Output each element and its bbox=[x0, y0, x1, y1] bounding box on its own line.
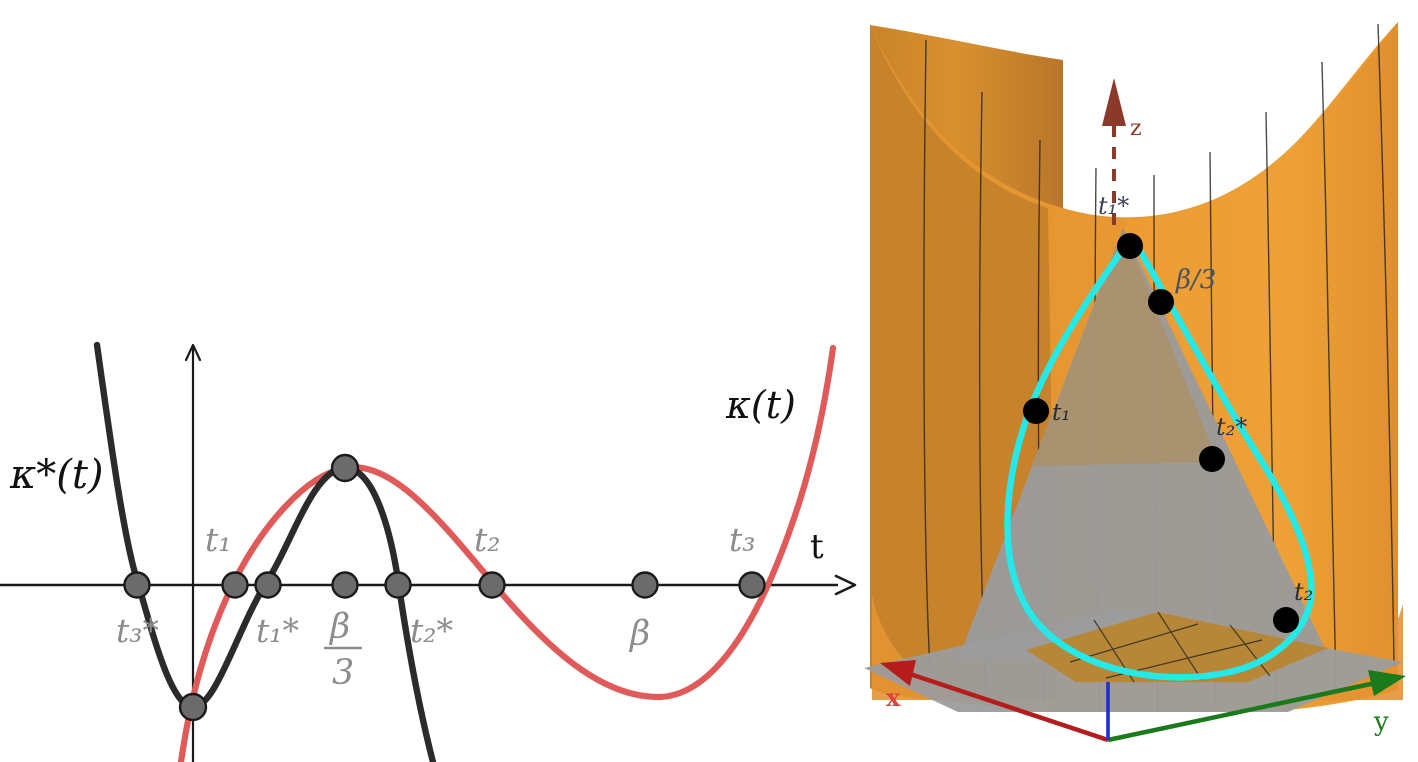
label-3d-t2star: t₂* bbox=[1216, 413, 1247, 441]
x-axis-line bbox=[903, 669, 1109, 743]
svg-text:β: β bbox=[328, 607, 350, 647]
marker-beta bbox=[631, 571, 659, 599]
kappa-curve-label: κ(t) bbox=[725, 383, 796, 427]
orange-surface-body bbox=[870, 25, 1063, 240]
y-axis-line bbox=[1107, 679, 1381, 743]
marker-beta-over-3 bbox=[331, 571, 359, 599]
y-axis-arrowhead bbox=[1368, 670, 1406, 696]
marker-kappa-star-local-min bbox=[178, 692, 208, 722]
label-3d-t1star: t₁* bbox=[1098, 192, 1129, 220]
t-axis-label: t bbox=[810, 527, 824, 567]
right-plot-svg: z x y t₁* β/3 t₁ t₂* t₂ bbox=[864, 22, 1406, 743]
z-axis-label: z bbox=[1130, 116, 1142, 141]
x-axis-arrowhead bbox=[880, 660, 916, 686]
label-t2star: t₂* bbox=[410, 611, 453, 650]
marker-kappa-star-local-max bbox=[330, 453, 360, 483]
kappa-star-curve-label: κ*(t) bbox=[9, 452, 104, 498]
marker-t3 bbox=[738, 571, 766, 599]
cyan-curve-path bbox=[1004, 236, 1315, 681]
marker-t1star bbox=[254, 571, 282, 599]
marker-t3star bbox=[123, 571, 151, 599]
label-3d-t1: t₁ bbox=[1052, 400, 1070, 426]
label-t3star: t₃* bbox=[116, 611, 159, 650]
label-t1star: t₁* bbox=[256, 611, 299, 650]
point-t2 bbox=[1273, 607, 1299, 633]
xyz-axes-tripod: x y bbox=[880, 660, 1406, 743]
point-t1star bbox=[1117, 233, 1143, 259]
z-axis-arrowhead bbox=[1102, 78, 1126, 126]
gray-plane-upper-shade bbox=[1033, 228, 1218, 466]
right-3d-surface-panel: z x y t₁* β/3 t₁ t₂* t₂ bbox=[858, 0, 1418, 762]
point-beta-over-3 bbox=[1148, 289, 1174, 315]
x-axis-label: x bbox=[886, 683, 901, 712]
left-plot-svg: κ*(t) κ(t) t t₃* t₁ t₁* t₂* t₂ β t₃ β 3 bbox=[0, 341, 857, 762]
point-t1 bbox=[1023, 398, 1049, 424]
label-t3: t₃ bbox=[729, 520, 756, 559]
svg-text:3: 3 bbox=[332, 653, 354, 693]
left-2d-plot-panel: κ*(t) κ(t) t t₃* t₁ t₁* t₂* t₂ β t₃ β 3 bbox=[0, 341, 857, 762]
label-t1: t₁ bbox=[205, 520, 232, 559]
z-axis: z bbox=[1102, 78, 1142, 225]
marker-t1 bbox=[221, 571, 249, 599]
gray-cutting-plane bbox=[958, 228, 1328, 660]
label-3d-beta-over-3: β/3 bbox=[1175, 265, 1216, 295]
label-t2: t₂ bbox=[474, 520, 501, 559]
marker-t2star bbox=[384, 571, 412, 599]
label-beta-over-3: β 3 bbox=[324, 607, 362, 693]
label-3d-t2: t₂ bbox=[1294, 578, 1313, 606]
cyan-intersection-curve bbox=[1004, 236, 1315, 681]
label-beta: β bbox=[628, 614, 650, 654]
point-t2star bbox=[1199, 446, 1225, 472]
curve-points bbox=[1023, 233, 1299, 633]
axis-markers bbox=[123, 571, 766, 599]
y-axis-label: y bbox=[1373, 707, 1389, 737]
marker-t2 bbox=[478, 571, 506, 599]
kappa-star-curve bbox=[93, 341, 437, 762]
